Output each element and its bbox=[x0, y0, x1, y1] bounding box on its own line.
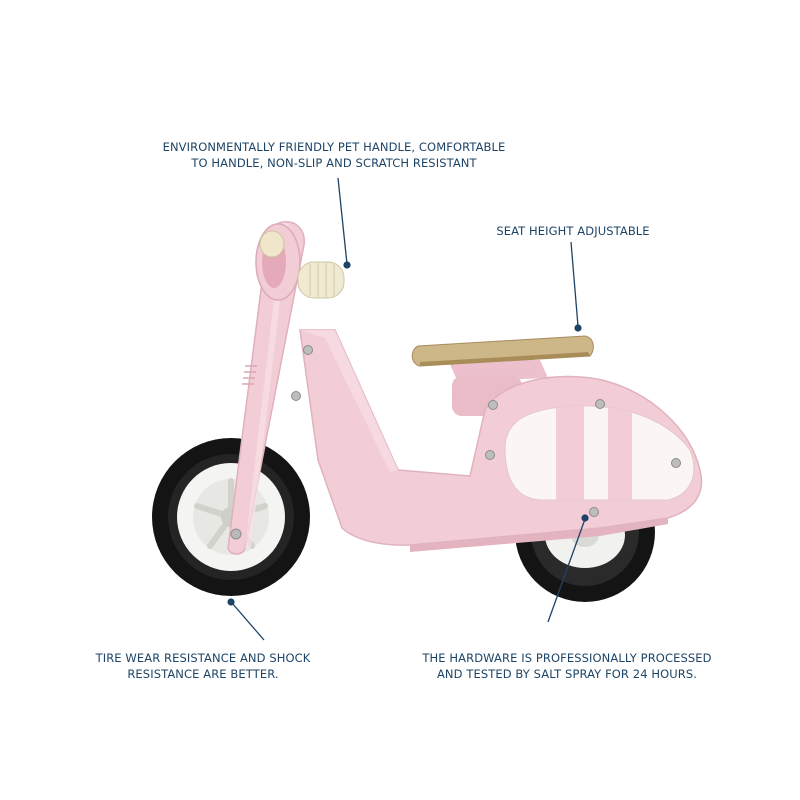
callout-tire-text: TIRE WEAR RESISTANCE AND SHOCK RESISTANC… bbox=[96, 650, 311, 682]
callout-handle-line1: ENVIRONMENTALLY FRIENDLY PET HANDLE, COM… bbox=[162, 140, 506, 154]
callout-handle-text: ENVIRONMENTALLY FRIENDLY PET HANDLE, COM… bbox=[163, 139, 506, 171]
callout-hardware-line2: AND TESTED BY SALT SPRAY FOR 24 HOURS. bbox=[436, 667, 698, 681]
seat bbox=[411, 335, 594, 367]
callout-tire-line2: RESISTANCE ARE BETTER. bbox=[127, 667, 279, 681]
callout-hardware-line1: THE HARDWARE IS PROFESSIONALLY PROCESSED bbox=[422, 651, 712, 665]
side-panel-stripes bbox=[504, 405, 695, 501]
callout-handle-line2: TO HANDLE, NON-SLIP AND SCRATCH RESISTAN… bbox=[191, 156, 477, 170]
handlebar-grips bbox=[259, 230, 345, 299]
front-wheel bbox=[152, 438, 310, 596]
callout-tire-line1: TIRE WEAR RESISTANCE AND SHOCK bbox=[95, 651, 311, 665]
callout-seat-line1: SEAT HEIGHT ADJUSTABLE bbox=[496, 224, 650, 238]
hardware-bolts bbox=[291, 345, 681, 517]
callout-hardware-text: THE HARDWARE IS PROFESSIONALLY PROCESSED… bbox=[422, 650, 711, 682]
callout-seat-text: SEAT HEIGHT ADJUSTABLE bbox=[496, 223, 649, 239]
callout-leaders bbox=[227, 177, 589, 641]
